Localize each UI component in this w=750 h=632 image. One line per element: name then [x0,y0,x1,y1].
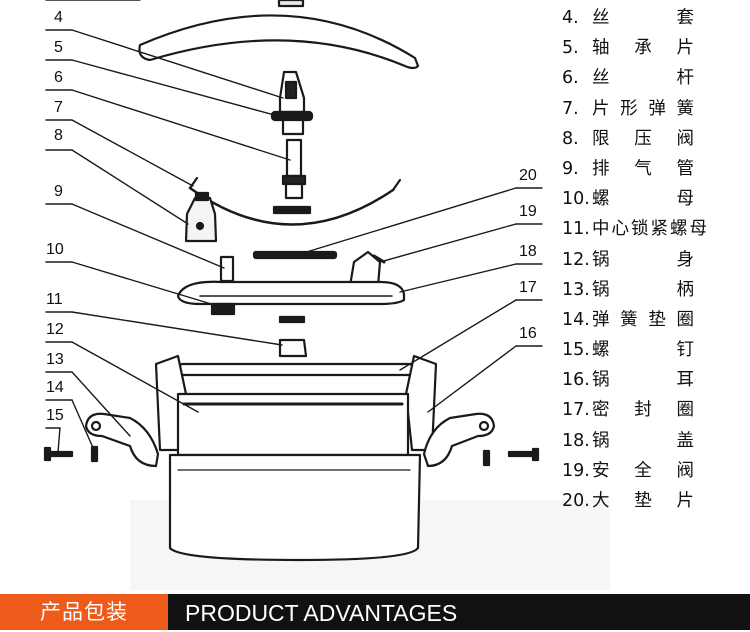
legend-num: 18. [562,430,590,451]
legend-num: 15. [562,340,590,361]
legend-num: 7. [562,98,579,119]
legend-num: 14. [562,309,590,330]
legend-name: 螺母 [592,189,696,210]
screw-rod-part [281,138,307,200]
callout-8: 8 [54,127,63,144]
legend-item: 10.螺母 [562,184,748,214]
legend-num: 13. [562,279,590,300]
callout-10: 10 [46,241,64,258]
legend-num: 9. [562,158,579,179]
callout-12: 12 [46,321,64,338]
callout-5: 5 [54,39,63,56]
legend-name: 弹簧垫圈 [592,309,696,330]
callout-6: 6 [54,69,63,86]
pot-body-part [154,354,438,562]
callout-19: 19 [519,203,537,220]
legend-name: 锅盖 [592,430,696,451]
section-banner: 产品包装 PRODUCT ADVANTAGES [0,594,750,630]
legend-name: 排气管 [592,158,696,179]
pressure-valve-part [184,191,218,243]
callout-9: 9 [54,183,63,200]
center-lock-nut-part [278,338,308,358]
banner-title: PRODUCT ADVANTAGES [185,600,458,626]
legend-item: 16.锅耳 [562,365,748,395]
legend-num: 4. [562,8,579,28]
callout-20: 20 [519,167,537,184]
screw-part-right [507,447,540,462]
callout-7: 7 [54,99,63,116]
legend-name: 密封圈 [592,400,696,421]
spring-washer-part [90,445,99,463]
legend-item: 20.大垫片 [562,486,748,516]
callout-11: 11 [46,291,63,308]
callout-15: 15 [46,407,64,424]
legend-item: 12.锅身 [562,245,748,275]
legend-item: 11.中心锁紧螺母 [562,214,748,244]
pot-handle-right-part [422,412,496,468]
screw-sleeve-part [278,70,306,114]
legend-item: 14.弹簧垫圈 [562,305,748,335]
cooker-lid-part [176,280,406,306]
legend-name: 限压阀 [592,128,696,149]
legend-item: 6. 丝杆 [562,63,748,93]
legend-item: 13.锅柄 [562,275,748,305]
legend-item: 7. 片形弹簧 [562,94,748,124]
legend-name: 丝杆 [592,68,696,89]
legend-item: 17.密封圈 [562,395,748,425]
legend-num: 20. [562,491,590,511]
callout-4: 4 [54,9,63,26]
legend-num: 6. [562,68,579,89]
legend-item: 18.锅盖 [562,426,748,456]
legend-name: 丝套 [592,8,696,28]
legend-num: 5. [562,38,579,59]
callout-14: 14 [46,379,64,396]
sealing-ring-part [176,362,416,377]
legend-name: 片形弹簧 [592,98,696,119]
legend-item: 9. 排气管 [562,154,748,184]
legend-name: 锅耳 [592,370,696,391]
legend-num: 17. [562,400,590,421]
pressure-cooker-exploded-diagram [43,0,543,562]
legend-num: 12. [562,249,590,270]
nut-part [210,302,236,316]
big-gasket-part [252,250,338,260]
lid-handle-bar [138,14,420,70]
legend-name: 锅柄 [592,279,696,300]
top-cap-part [277,0,305,8]
callout-16: 16 [519,325,537,342]
leaf-spring-part [188,186,395,226]
legend-num: 11. [562,219,590,240]
parts-legend: 4. 丝套 5. 轴承片 6. 丝杆 7. 片形弹簧 8. 限压阀 9. 排气管 10.螺母… [562,3,748,516]
legend-num: 16. [562,370,590,391]
screw-part [43,446,74,462]
legend-item: 5. 轴承片 [562,33,748,63]
callout-17: 17 [519,279,537,296]
legend-item: 15.螺钉 [562,335,748,365]
callout-18: 18 [519,243,537,260]
legend-name: 大垫片 [592,491,696,511]
legend-num: 19. [562,460,590,481]
legend-name: 锅身 [592,249,696,270]
legend-name: 安全阀 [592,460,696,481]
exhaust-pipe-part [219,255,235,283]
legend-item: 19.安全阀 [562,456,748,486]
legend-num: 10. [562,189,590,210]
callout-13: 13 [46,351,64,368]
legend-name: 中心锁紧螺母 [592,219,709,240]
legend-name: 螺钉 [592,340,696,361]
legend-num: 8. [562,128,579,149]
legend-name: 轴承片 [592,38,696,59]
leader-lines [45,0,543,453]
legend-item: 8. 限压阀 [562,124,748,154]
banner-tab-label: 产品包装 [0,594,168,630]
pot-handle-left-part [84,412,160,468]
legend-item: 4. 丝套 [562,3,748,33]
